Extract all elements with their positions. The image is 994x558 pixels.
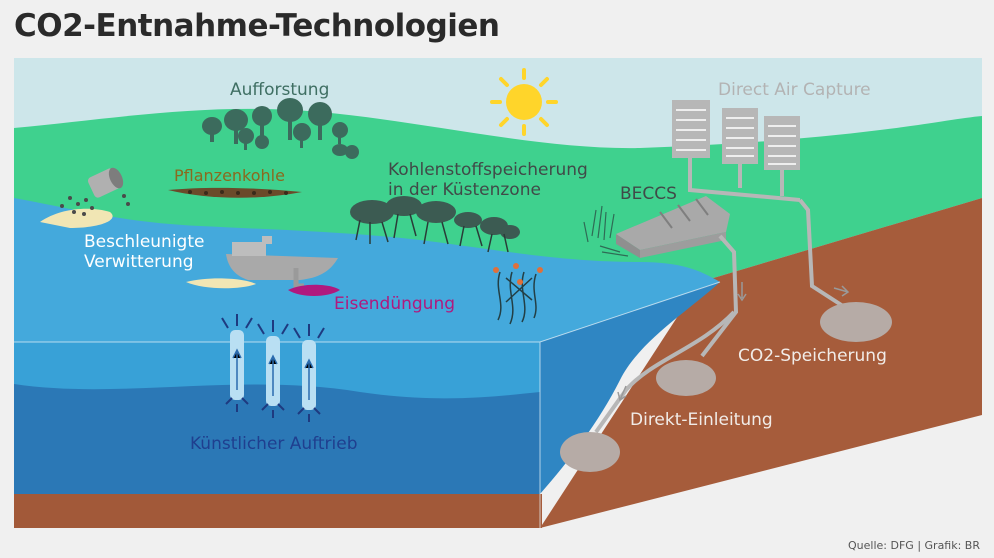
page-title: CO2-Entnahme-Technologien [14, 8, 500, 44]
label-aufforstung: Aufforstung [230, 80, 330, 100]
label-verwitterung: Beschleunigte Verwitterung [84, 232, 204, 272]
ship-sand-patch [186, 278, 256, 289]
seaweed-icon [493, 263, 543, 325]
sand-beach [40, 208, 113, 228]
pflanzenkohle-strip [168, 187, 302, 198]
label-direct-air-capture: Direct Air Capture [718, 80, 871, 100]
pipeline-arrows [617, 282, 850, 402]
storage-reservoir-co2 [820, 302, 892, 342]
sun-icon [490, 68, 558, 136]
soil-right-face [540, 198, 982, 528]
beccs-facility-icon [583, 196, 730, 258]
storage-reservoir-direkt [656, 360, 716, 396]
mangrove-trees-icon [350, 196, 520, 253]
label-kuestenzone-line1: Kohlenstoffspeicherung [388, 160, 588, 180]
soil-front-shade [14, 494, 540, 528]
soil-front [14, 494, 542, 528]
label-eisenduengung: Eisendüngung [334, 294, 456, 314]
ocean-surface [14, 198, 720, 342]
upwelling-tubes-icon [221, 314, 325, 422]
source-credit: Quelle: DFG | Grafik: BR [848, 539, 980, 552]
ocean-deep-band [14, 384, 540, 494]
label-verwitterung-line2: Verwitterung [84, 252, 194, 272]
label-co2-speicherung: CO2-Speicherung [738, 346, 887, 366]
direct-air-capture-icon [672, 100, 801, 202]
pflanzenkohle-dots [188, 190, 288, 195]
prism-edge-lines [14, 281, 721, 528]
label-kuestenzone-line2: in der Küstenzone [388, 180, 541, 200]
label-direkt-einleitung: Direkt-Einleitung [630, 410, 773, 430]
label-kuenstlicher-auftrieb: Künstlicher Auftrieb [190, 434, 358, 454]
label-pflanzenkohle: Pflanzenkohle [174, 166, 285, 185]
ocean-right-face [540, 282, 720, 494]
label-verwitterung-line1: Beschleunigte [84, 232, 205, 252]
label-kuestenzone: Kohlenstoffspeicherung in der Küstenzone [388, 160, 588, 200]
weathering-pipe-icon [60, 167, 130, 216]
co2-pipelines [594, 198, 848, 434]
forest-trees-icon [202, 98, 359, 159]
storage-reservoir-deep [560, 432, 620, 472]
iron-patch [288, 284, 340, 296]
label-beccs: BECCS [620, 184, 677, 204]
